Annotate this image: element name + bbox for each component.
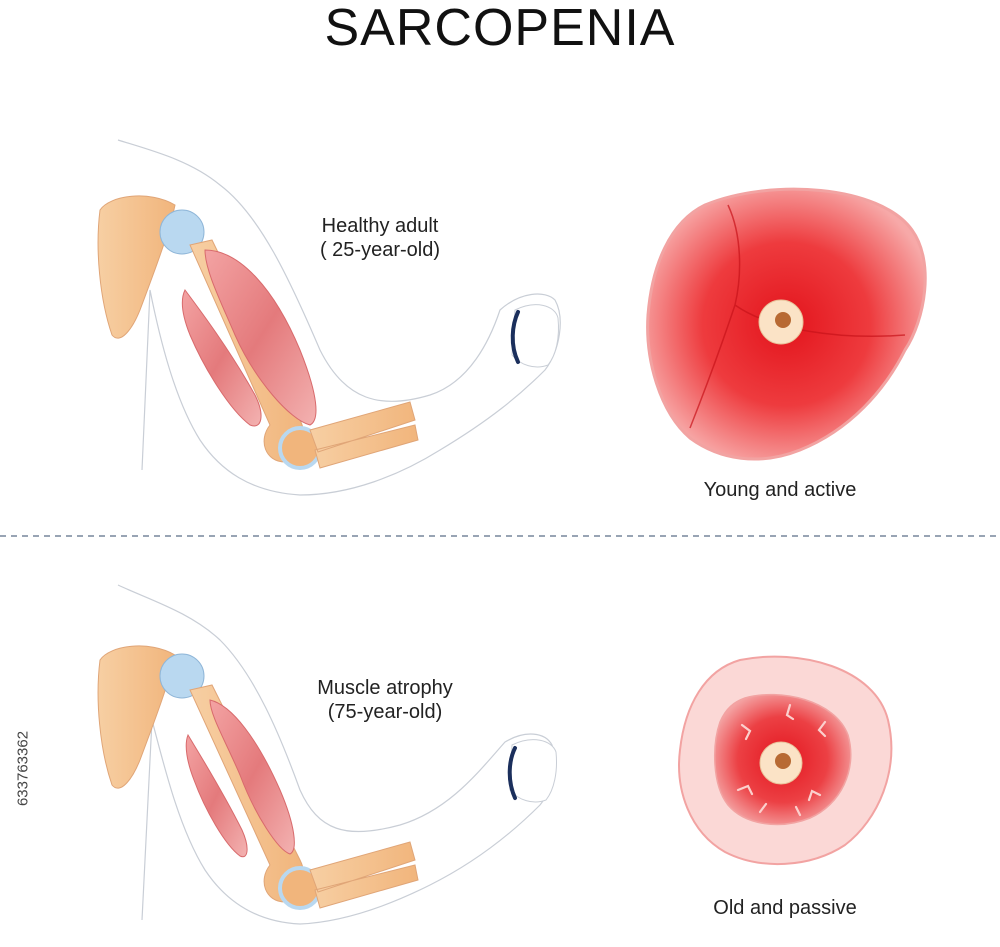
healthy-fist bbox=[510, 304, 559, 368]
atrophy-biceps bbox=[209, 699, 295, 855]
atrophy-cross-section bbox=[678, 655, 893, 866]
atrophy-fat-infiltration bbox=[736, 703, 827, 817]
healthy-fascia-lines bbox=[689, 204, 906, 429]
healthy-arm bbox=[97, 139, 561, 496]
healthy-label-line1: Healthy adult bbox=[321, 215, 439, 237]
young-active-caption: Young and active bbox=[703, 479, 857, 501]
atrophy-label-line1: Muscle atrophy bbox=[317, 677, 453, 699]
healthy-adult-label: Healthy adult ( 25-year-old) bbox=[280, 214, 480, 262]
atrophy-scapula bbox=[97, 645, 176, 789]
healthy-arm-outline bbox=[117, 139, 561, 496]
healthy-scapula bbox=[97, 195, 176, 339]
atrophy-forearm bbox=[309, 841, 419, 909]
muscle-atrophy-label: Muscle atrophy (75-year-old) bbox=[285, 676, 485, 724]
diagram-title: SARCOPENIA bbox=[324, 0, 676, 57]
stock-image-id: 633763362 bbox=[14, 730, 32, 807]
healthy-cross-section bbox=[646, 187, 927, 461]
healthy-marrow bbox=[775, 312, 791, 328]
atrophy-marrow bbox=[775, 753, 791, 769]
atrophy-arm bbox=[97, 584, 557, 925]
atrophy-fist bbox=[507, 739, 557, 803]
atrophy-triceps bbox=[185, 733, 248, 858]
healthy-shoulder-joint bbox=[159, 209, 205, 255]
healthy-forearm bbox=[309, 401, 419, 469]
healthy-label-line2: ( 25-year-old) bbox=[319, 239, 441, 261]
old-passive-caption: Old and passive bbox=[713, 897, 857, 919]
healthy-triceps bbox=[181, 289, 262, 427]
atrophy-shoulder-joint bbox=[159, 653, 205, 699]
healthy-biceps bbox=[204, 249, 317, 426]
atrophy-label-line2: (75-year-old) bbox=[327, 701, 443, 723]
